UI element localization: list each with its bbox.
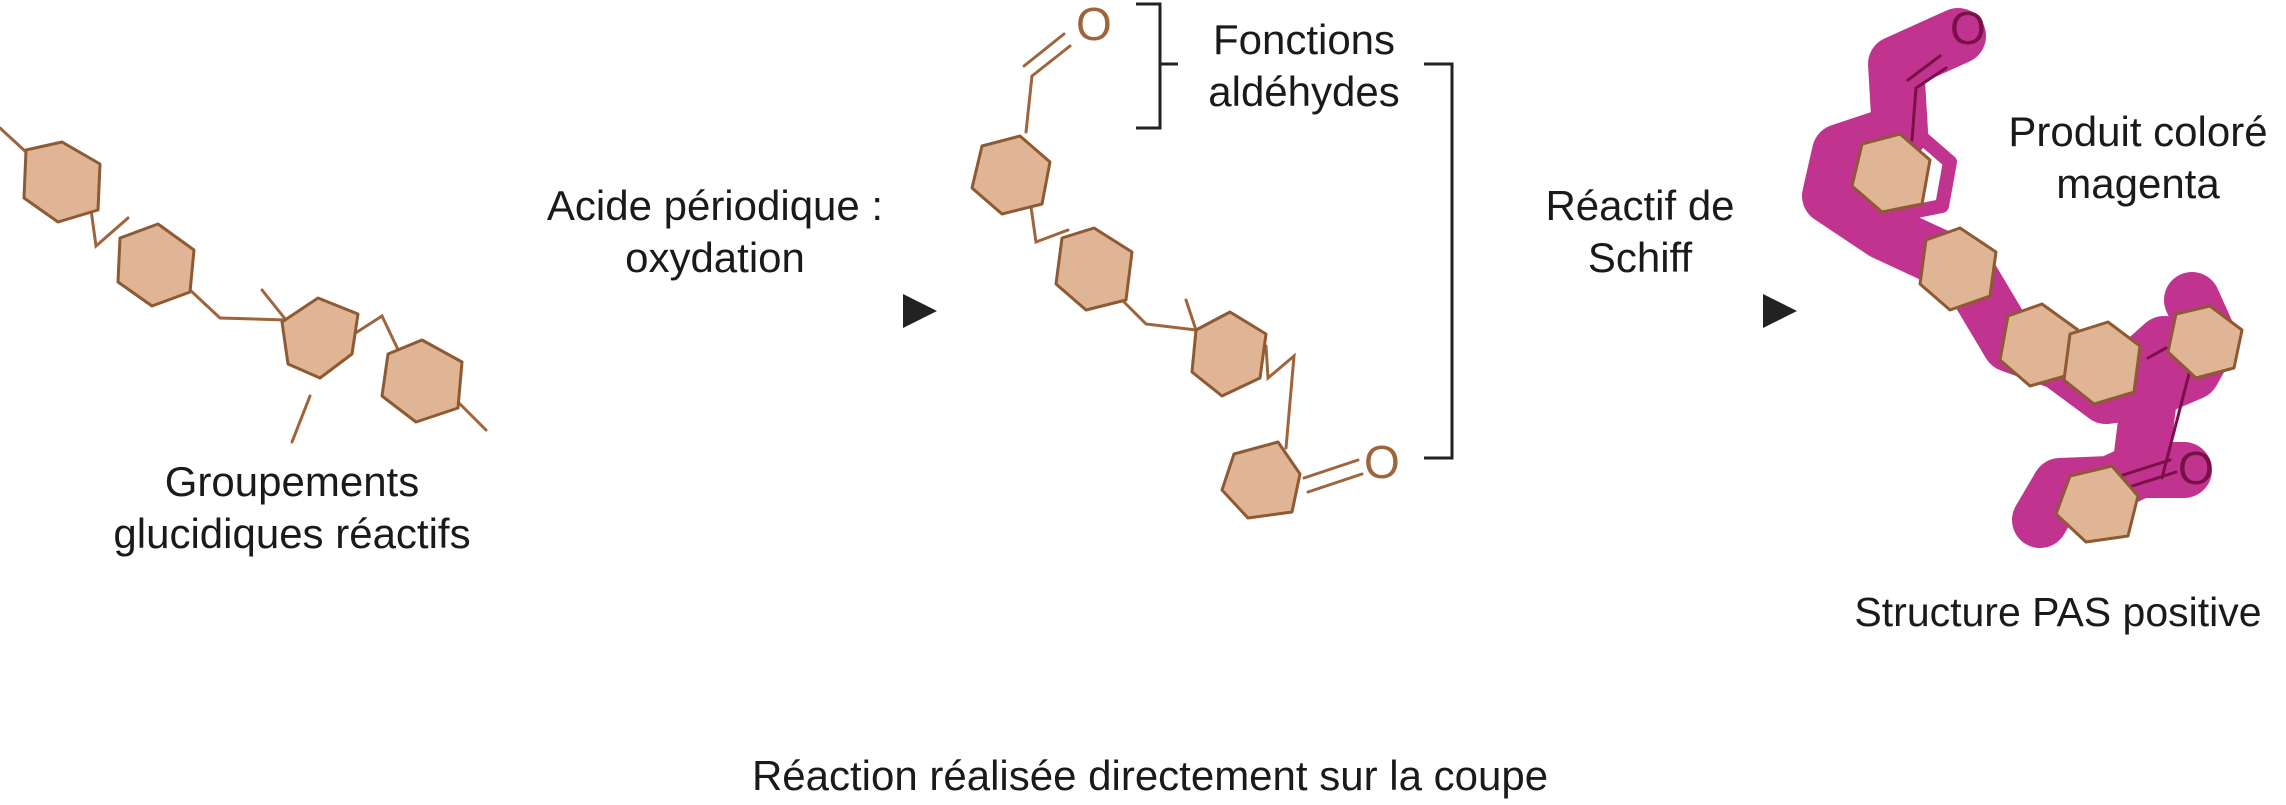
sugar-ring-icon — [1918, 226, 1998, 312]
sugar-ring-icon — [22, 140, 102, 224]
product-line2: magenta — [2056, 160, 2220, 207]
step1-line2: oxydation — [625, 234, 805, 281]
magenta-product: O O — [1802, 2, 2244, 548]
oxygen-label: O — [1950, 2, 1986, 54]
arrow-right-icon — [510, 294, 937, 328]
sugar-ring-icon — [1220, 440, 1302, 520]
step2-line2: Schiff — [1587, 234, 1693, 281]
positive-structure-label: Structure PAS positive — [1854, 589, 2262, 635]
sugar-chain-oxidized: O O — [970, 0, 1400, 520]
oxygen-label: O — [2178, 442, 2214, 494]
aldehyde-line2: aldéhydes — [1208, 68, 1400, 115]
sugar-ring-icon — [2054, 464, 2140, 544]
sugar-ring-icon — [1190, 310, 1268, 398]
aldehyde-line1: Fonctions — [1212, 16, 1396, 63]
step1-label: Acide périodique : oxydation — [500, 180, 930, 284]
sugar-ring-icon — [280, 296, 360, 380]
reactive-groups-line1: Groupements — [164, 458, 420, 505]
reactive-groups-line2: glucidiques réactifs — [113, 510, 471, 557]
sugar-ring-icon — [1054, 226, 1134, 312]
sugar-ring-icon — [970, 134, 1052, 216]
oxygen-label: O — [1076, 0, 1112, 50]
product-label: Produit coloré magenta — [1990, 106, 2286, 210]
bracket-icon — [1136, 2, 1162, 130]
reactive-groups-label: Groupements glucidiques réactifs — [62, 456, 522, 560]
sugar-ring-icon — [1850, 132, 1932, 214]
footer-caption: Réaction réalisée directement sur la cou… — [751, 752, 1549, 799]
step2-label: Réactif de Schiff — [1500, 180, 1780, 284]
sugar-ring-icon — [2166, 304, 2244, 380]
arrow-right-icon — [1495, 294, 1797, 328]
product-line1: Produit coloré — [2008, 108, 2268, 155]
oxygen-label: O — [1364, 436, 1400, 488]
step2-line1: Réactif de — [1545, 182, 1735, 229]
sugar-ring-icon — [2062, 320, 2142, 406]
sugar-chain-reactive — [0, 126, 488, 444]
sugar-ring-icon — [380, 338, 464, 424]
bracket-icon — [1424, 62, 1454, 460]
step1-line1: Acide périodique : — [546, 182, 884, 229]
sugar-ring-icon — [116, 222, 196, 308]
aldehyde-label: Fonctions aldéhydes — [1184, 14, 1424, 118]
